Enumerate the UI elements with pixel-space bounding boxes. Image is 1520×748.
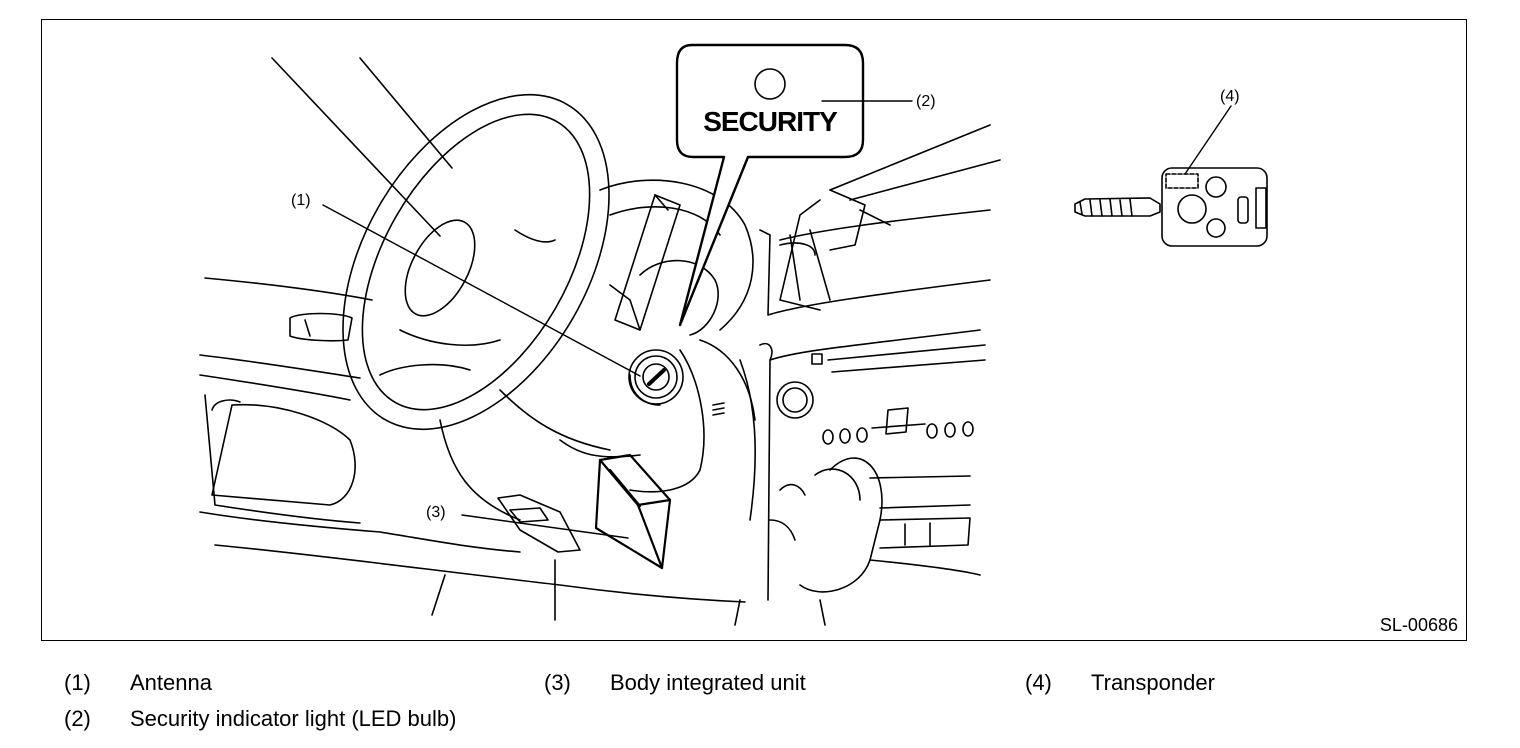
legend-text: Antenna <box>130 670 212 695</box>
legend-text: Body integrated unit <box>610 670 806 695</box>
figure-code: SL-00686 <box>1379 615 1458 635</box>
leader-lines <box>322 100 1232 539</box>
callout-2: (2) <box>916 93 936 110</box>
legend-text: Transponder <box>1091 670 1215 695</box>
security-indicator-bubble <box>675 43 865 327</box>
figure-frame <box>41 19 1467 641</box>
key-cylinder <box>628 349 684 406</box>
steering-wheel <box>342 93 641 458</box>
body-integrated-unit <box>594 453 672 570</box>
legend-number: (4) <box>1025 670 1052 695</box>
security-indicator-label: SECURITY <box>703 106 838 137</box>
center-console <box>712 124 1001 626</box>
callout-3: (3) <box>426 504 446 521</box>
legend-number: (2) <box>64 706 91 731</box>
legend-number: (3) <box>544 670 571 695</box>
callout-1: (1) <box>291 192 311 209</box>
windshield-lines <box>271 57 453 237</box>
legend-text: Security indicator light (LED bulb) <box>130 706 457 731</box>
transponder-key <box>1074 167 1268 247</box>
callout-4: (4) <box>1220 88 1240 105</box>
console-buttons <box>822 421 974 445</box>
legend-number: (1) <box>64 670 91 695</box>
dashboard-outline <box>199 277 746 621</box>
steering-column <box>599 179 756 521</box>
